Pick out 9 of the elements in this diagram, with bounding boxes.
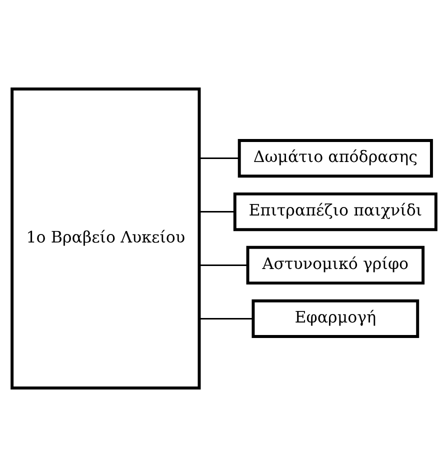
node-box: Εφαρμογή: [252, 298, 420, 338]
connector: [199, 157, 240, 159]
node-box: 1ο Βραβείο Λυκείου: [10, 86, 201, 390]
connector: [199, 210, 235, 212]
connector: [199, 317, 253, 319]
node-box: Επιτραπέζιο παιχνίδι: [233, 192, 438, 231]
node-box: Αστυνομικό γρίφο: [246, 245, 425, 284]
node-box: Δωμάτιο απόδρασης: [238, 138, 433, 178]
connector: [199, 264, 248, 266]
